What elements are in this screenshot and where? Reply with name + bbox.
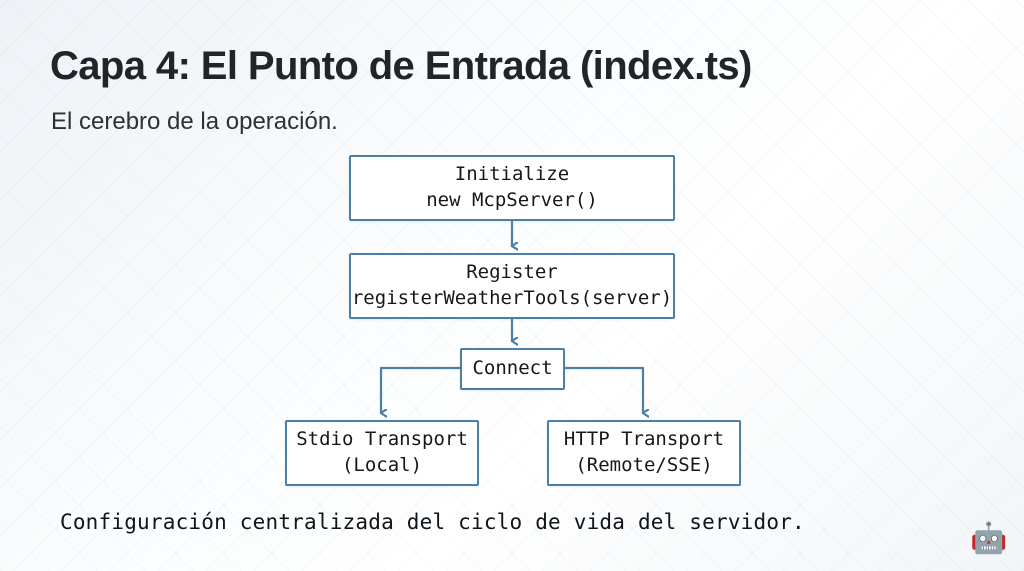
flow-node-http-line2: (Remote/SSE) [575, 454, 713, 476]
flow-node-connect-line1: Connect [472, 357, 553, 380]
page-subtitle: El cerebro de la operación. [51, 108, 338, 135]
flow-node-http-transport[interactable]: HTTP Transport (Remote/SSE) [547, 420, 741, 486]
flow-node-stdio-transport[interactable]: Stdio Transport (Local) [285, 420, 479, 486]
robot-icon: 🤖 [970, 522, 1008, 555]
flow-node-register-line1: Register [466, 261, 558, 284]
flow-node-http-line1: HTTP Transport [563, 428, 725, 451]
flow-node-stdio-line2: (Local) [341, 454, 423, 476]
flow-node-stdio-line1: Stdio Transport [296, 428, 468, 451]
flow-node-initialize[interactable]: Initialize new McpServer() [349, 155, 675, 221]
page-title: Capa 4: El Punto de Entrada (index.ts) [50, 44, 752, 88]
flow-node-register[interactable]: Register registerWeatherTools(server) [349, 253, 675, 319]
flow-node-initialize-line1: Initialize [454, 163, 570, 186]
flow-node-connect[interactable]: Connect [460, 348, 565, 390]
flow-node-initialize-line2: new McpServer() [426, 189, 598, 211]
flow-node-register-line2: registerWeatherTools(server) [351, 287, 673, 309]
slide-caption: Configuración centralizada del ciclo de … [60, 510, 805, 534]
